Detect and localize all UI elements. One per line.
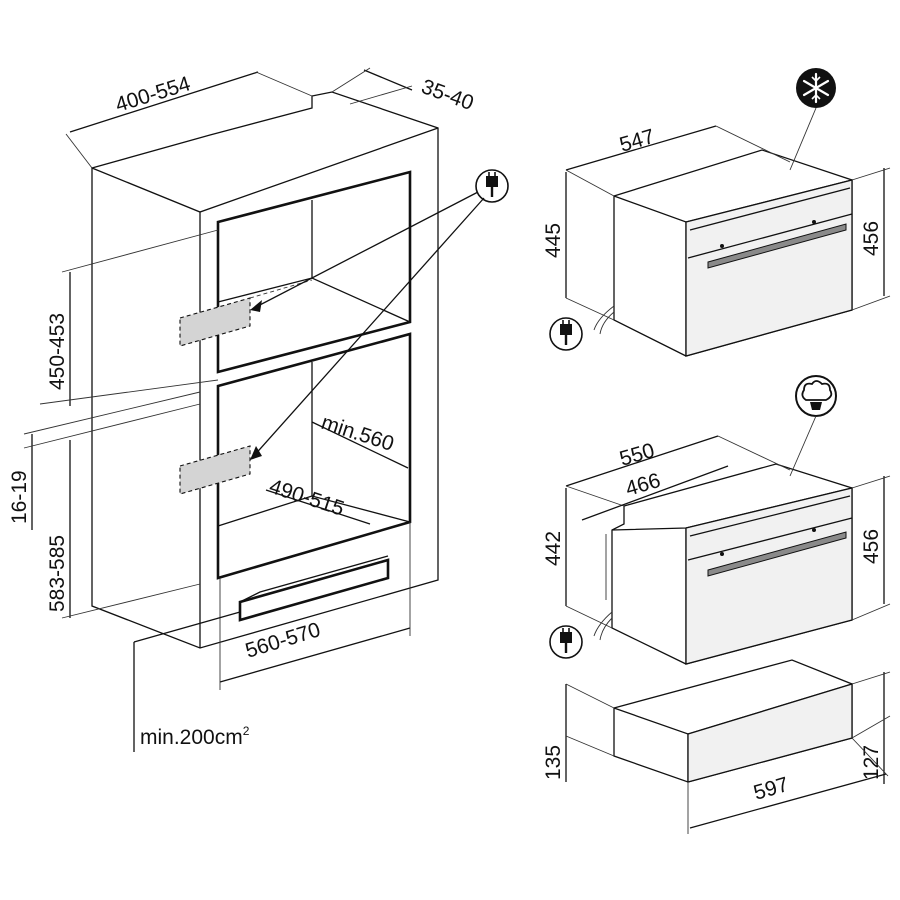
dim-oven2-depth: 550 — [617, 439, 657, 471]
upper-socket-area — [179, 297, 251, 347]
dim-niche-gap: 35-40 — [418, 75, 476, 115]
steam-icon — [795, 375, 837, 417]
oven2-handle — [707, 531, 847, 577]
dim-upper-niche-height: 450-453 — [46, 313, 69, 390]
dim-oven2-front-height: 456 — [860, 529, 883, 564]
snowflake-icon — [796, 68, 836, 108]
oven1-handle — [707, 223, 847, 269]
oven-combi-freeze: 547 445 456 — [542, 68, 891, 357]
ventilation-slot — [238, 555, 390, 622]
dim-oven2-height: 442 — [542, 531, 565, 566]
lower-socket-area — [179, 445, 251, 495]
dim-lower-niche-height: 583-585 — [46, 535, 69, 612]
warming-drawer: 135 127 597 — [542, 659, 891, 834]
dim-drawer-height: 135 — [542, 745, 565, 780]
ventilation-area-label: min.200cm2 — [140, 724, 250, 749]
dim-drawer-front-height: 127 — [860, 745, 883, 780]
dim-oven1-front-height: 456 — [860, 221, 883, 256]
plug-icon — [549, 317, 583, 351]
dim-oven2-inner-depth: 466 — [623, 469, 663, 501]
dim-spacer-height: 16-19 — [8, 470, 31, 524]
dim-oven1-depth: 547 — [617, 125, 657, 157]
plug-icon — [549, 625, 583, 659]
oven-steam: 550 466 442 456 — [542, 375, 891, 665]
cabinet: 400-554 35-40 450-453 16-19 583-585 min.… — [8, 67, 509, 752]
dim-min-depth: min.560 — [318, 411, 396, 456]
dim-niche-depth: 400-554 — [113, 72, 194, 117]
dim-drawer-width: 597 — [751, 773, 791, 805]
plug-icon — [475, 169, 509, 203]
dim-inner-depth: 490-515 — [266, 475, 346, 521]
dim-oven1-height: 445 — [542, 223, 565, 258]
